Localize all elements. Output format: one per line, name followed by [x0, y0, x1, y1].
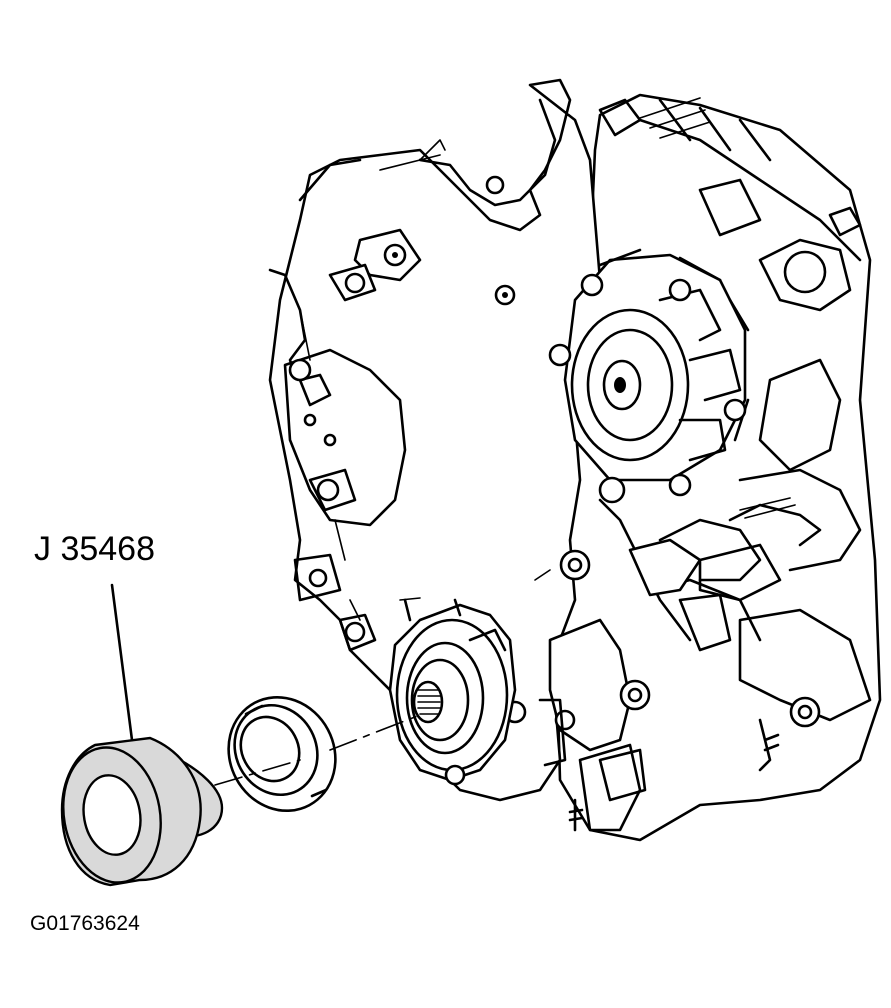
- seal-installer-tool: [60, 736, 224, 887]
- centerline: [214, 714, 421, 786]
- crankshaft-seal-bore: [388, 597, 517, 786]
- callout-leader: [110, 583, 134, 742]
- water-pump-hub: [548, 248, 762, 642]
- tool-callout-label: J 35468: [34, 530, 155, 568]
- lower-bracket: [439, 618, 651, 802]
- crankshaft-front-oil-seal: [227, 695, 337, 813]
- figure-id-label: G01763624: [30, 912, 140, 935]
- engine-front-cover: [268, 78, 602, 802]
